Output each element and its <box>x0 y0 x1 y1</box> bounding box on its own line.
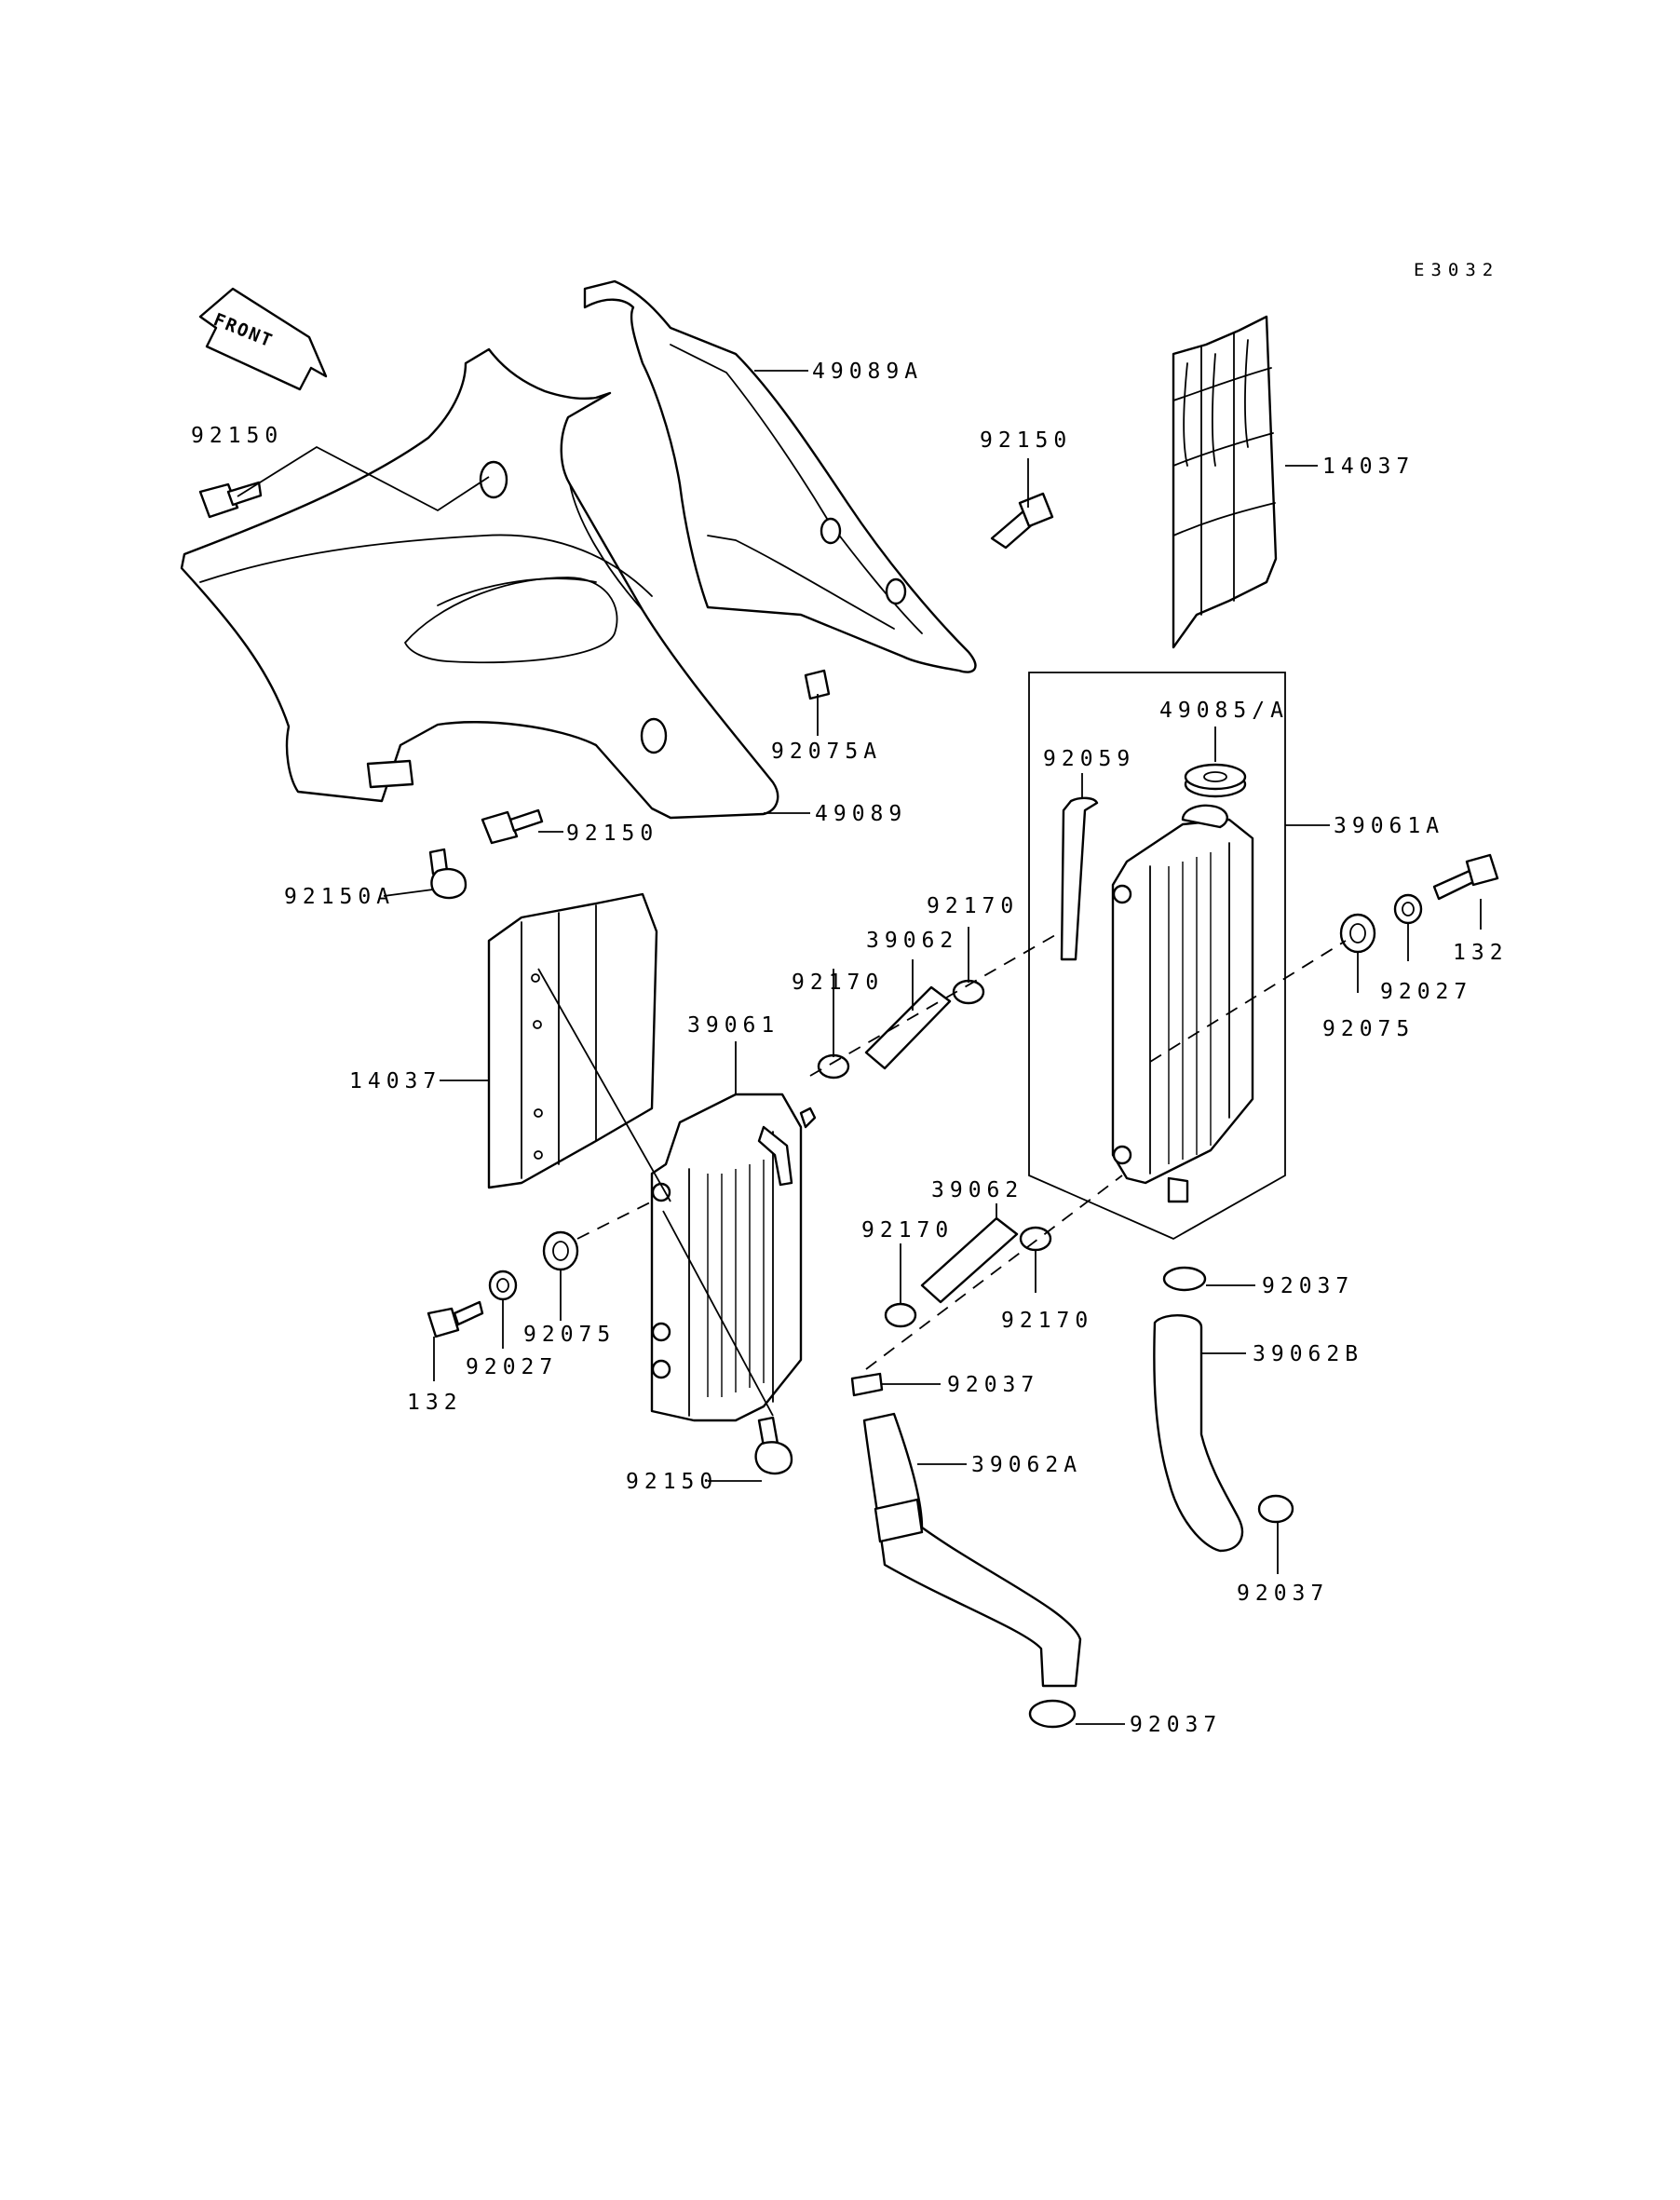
front-arrow-icon: FRONT <box>198 287 328 391</box>
label-92037-d: 92037 <box>1130 1713 1222 1737</box>
collar-92027-right <box>1393 893 1423 925</box>
hose-39062B <box>1153 1314 1244 1553</box>
label-39062B: 39062B <box>1253 1342 1363 1366</box>
label-92170-d: 92170 <box>1001 1309 1093 1333</box>
bolt-92150-mid <box>481 808 544 845</box>
label-14037-left: 14037 <box>349 1069 441 1093</box>
label-92037-c: 92037 <box>1237 1582 1329 1606</box>
label-39062-a: 39062 <box>866 929 958 953</box>
label-92075-right: 92075 <box>1322 1017 1415 1041</box>
clamp-92170-upper-left <box>817 1053 850 1080</box>
clamp-92037-upper-right <box>1162 1266 1207 1292</box>
radiator-cap <box>1184 763 1247 798</box>
radiator-louver-left <box>487 892 658 1189</box>
label-92075A: 92075A <box>771 740 882 764</box>
grommet-92075-right <box>1339 913 1376 954</box>
radiator-left <box>650 1093 817 1422</box>
label-92150A: 92150A <box>284 885 395 909</box>
label-92170-b: 92170 <box>927 894 1019 918</box>
label-39061: 39061 <box>687 1013 779 1038</box>
label-92027-left: 92027 <box>466 1355 558 1379</box>
bolt-92150A <box>428 848 467 900</box>
label-92150-mid: 92150 <box>566 822 658 846</box>
clamp-92037-hose-b <box>1257 1494 1294 1524</box>
label-92150-top-right: 92150 <box>980 428 1072 453</box>
bolt-132-left <box>427 1300 484 1338</box>
radiator-louver-right <box>1172 315 1278 649</box>
label-49089A: 49089A <box>812 360 923 384</box>
radiator-shroud-left <box>180 347 779 820</box>
clamp-92037-bottom <box>1028 1699 1077 1729</box>
label-132-left: 132 <box>407 1391 463 1415</box>
label-92170-a: 92170 <box>792 971 884 995</box>
label-49085A: 49085/A <box>1159 699 1289 723</box>
label-14037-right: 14037 <box>1322 455 1415 479</box>
radiator-shroud-right <box>583 279 977 673</box>
hose-39062-upper <box>864 985 952 1070</box>
label-92059: 92059 <box>1043 747 1135 771</box>
label-92170-c: 92170 <box>861 1218 954 1243</box>
radiator-right <box>1111 804 1254 1203</box>
collar-92027-left <box>488 1270 518 1301</box>
grommet-92075-left <box>542 1230 579 1271</box>
assembly-line-lower <box>865 1175 1123 1370</box>
label-92027-right: 92027 <box>1380 980 1472 1004</box>
label-92150-bottom: 92150 <box>626 1470 718 1494</box>
label-132-right: 132 <box>1453 941 1509 965</box>
assembly-line-left-grommet <box>576 1201 653 1240</box>
label-39062A: 39062A <box>971 1453 1082 1477</box>
right-radiator-group-bracket <box>1028 672 1286 1241</box>
label-39062-b: 39062 <box>931 1178 1023 1202</box>
diagram-reference-code: E3032 <box>1414 260 1499 280</box>
label-39061A: 39061A <box>1334 814 1444 838</box>
bolt-92150-top-left <box>198 481 263 519</box>
collar-92075A <box>804 669 831 700</box>
bolt-132-right <box>1432 853 1499 901</box>
label-92037-a: 92037 <box>1262 1274 1354 1298</box>
label-92150-top-left: 92150 <box>191 424 283 448</box>
hose-39062-lower <box>920 1216 1019 1304</box>
label-92075-left: 92075 <box>523 1323 616 1347</box>
hose-39062A-sleeve <box>874 1498 924 1543</box>
assembly-line-upper <box>809 930 1063 1077</box>
label-49089: 49089 <box>815 802 907 826</box>
clamp-92037-mid <box>850 1372 884 1397</box>
bolt-92150-bottom <box>754 1416 793 1475</box>
clamp-92170-lower-left <box>884 1302 917 1328</box>
label-92037-b: 92037 <box>947 1373 1039 1397</box>
leader-lines <box>237 370 1482 1725</box>
bolt-92150-top-right <box>990 492 1054 550</box>
clamp-92170-lower-right <box>1019 1226 1052 1252</box>
assembly-line-right-grommet <box>1149 940 1347 1063</box>
overflow-tube <box>1060 796 1099 961</box>
